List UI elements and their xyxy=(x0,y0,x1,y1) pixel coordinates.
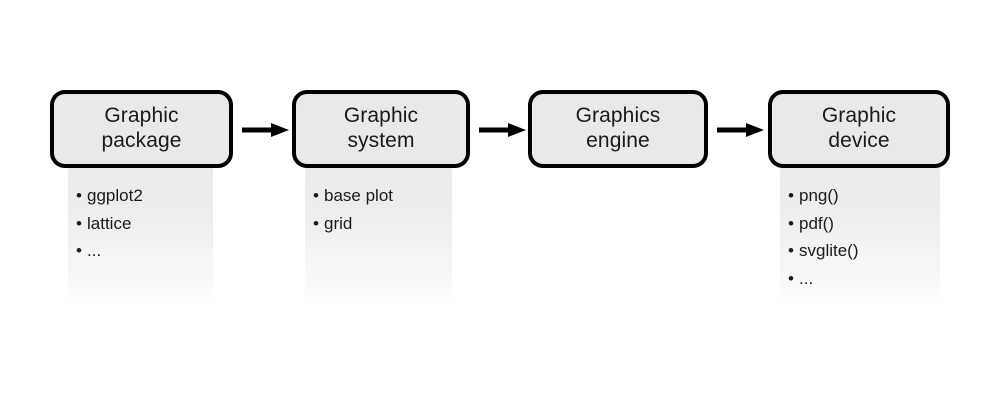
bullet-icon: • xyxy=(788,186,794,205)
bullet-icon: • xyxy=(313,186,319,205)
detail-panel-graphic-package: •ggplot2 •lattice •... xyxy=(68,168,213,305)
list-item-label: grid xyxy=(324,213,353,233)
detail-list-graphic-system: •base plot •grid xyxy=(311,182,452,237)
list-item: •pdf() xyxy=(786,210,940,238)
list-item: •lattice xyxy=(74,210,213,238)
arrow-right-icon-3 xyxy=(717,123,764,137)
stage-title-line-2: engine xyxy=(586,129,650,152)
bullet-icon: • xyxy=(313,213,319,233)
list-item-label: lattice xyxy=(87,213,132,233)
detail-list-graphic-package: •ggplot2 •lattice •... xyxy=(74,182,213,265)
list-item-label: ... xyxy=(87,241,102,261)
detail-panel-graphic-device: •png() •pdf() •svglite() •... xyxy=(780,168,940,305)
stage-title-line-2: system xyxy=(347,129,415,152)
stage-title-line-2: device xyxy=(828,129,890,152)
arrow-right-icon-2 xyxy=(479,123,526,137)
stage-box-graphic-system[interactable]: Graphic system xyxy=(292,90,470,168)
list-item-label: ggplot2 xyxy=(87,186,143,205)
stage-title-line-1: Graphics xyxy=(575,104,661,128)
stage-box-graphic-device[interactable]: Graphic device xyxy=(768,90,950,168)
bullet-icon: • xyxy=(788,268,794,288)
bullet-icon: • xyxy=(76,241,82,261)
list-item: •... xyxy=(786,265,940,293)
list-item: •svglite() xyxy=(786,237,940,265)
stage-title-line-1: Graphic xyxy=(821,104,897,128)
list-item: •... xyxy=(74,237,213,265)
bullet-icon: • xyxy=(788,213,794,233)
list-item-label: svglite() xyxy=(799,241,859,261)
list-item: •grid xyxy=(311,210,452,238)
list-item-label: png() xyxy=(799,186,839,205)
stage-title-line-1: Graphic xyxy=(104,104,179,128)
bullet-icon: • xyxy=(76,186,82,205)
list-item-label: pdf() xyxy=(799,213,834,233)
detail-list-graphic-device: •png() •pdf() •svglite() •... xyxy=(786,182,940,292)
arrow-right-icon-1 xyxy=(242,123,289,137)
list-item: • png() xyxy=(786,182,940,210)
stage-box-graphics-engine[interactable]: Graphics engine xyxy=(528,90,708,168)
list-item: • ggplot2 xyxy=(74,182,213,210)
detail-panel-graphic-system: •base plot •grid xyxy=(305,168,452,305)
stage-title-line-2: package xyxy=(101,129,182,152)
bullet-icon: • xyxy=(788,241,794,261)
list-item-label: base plot xyxy=(324,186,393,205)
list-item: • base plot xyxy=(311,182,452,210)
bullet-icon: • xyxy=(76,213,82,233)
stage-box-graphic-package[interactable]: Graphic package xyxy=(50,90,233,168)
list-item-label: ... xyxy=(799,268,814,288)
stage-title-line-1: Graphic xyxy=(343,104,419,128)
